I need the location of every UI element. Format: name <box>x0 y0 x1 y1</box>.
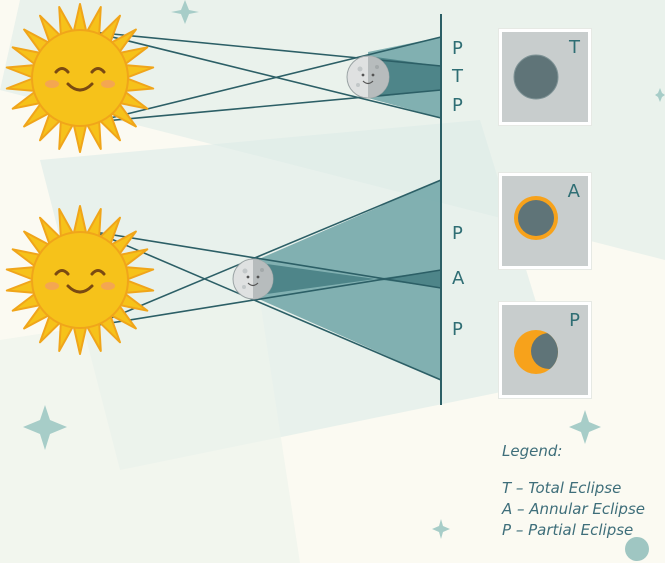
panel-partial-eclipse: P <box>499 302 591 398</box>
panel-letter-t: T <box>569 37 580 58</box>
panel-total-eclipse: T <box>499 29 591 125</box>
legend: Legend: T – Total Eclipse A – Annular Ec… <box>502 441 645 541</box>
dot-decoration <box>625 537 649 561</box>
annular-eclipse-icon <box>514 196 558 240</box>
label-bottom-partial-2: P <box>452 319 463 340</box>
sparkle-icon <box>171 0 199 24</box>
sun-face <box>45 67 115 92</box>
sun-bottom <box>5 205 155 355</box>
sun-face <box>45 269 115 294</box>
sparkle-icon <box>432 519 450 539</box>
sun-top <box>5 3 155 153</box>
sparkle-icon <box>23 405 67 450</box>
bottom-shadow-cones <box>252 180 441 380</box>
total-eclipse-icon <box>513 54 559 100</box>
panel-annular-eclipse: A <box>499 173 591 269</box>
bottom-light-rays <box>91 179 442 381</box>
panel-letter-a: A <box>567 181 580 202</box>
label-top-total: T <box>452 66 463 87</box>
panel-letter-p: P <box>569 310 580 331</box>
sparkle-icon <box>569 410 601 444</box>
legend-item-annular: A – Annular Eclipse <box>502 500 645 518</box>
label-bottom-annular: A <box>452 268 465 289</box>
legend-item-partial: P – Partial Eclipse <box>502 521 634 539</box>
sun-disc <box>31 231 129 329</box>
moon-top <box>346 55 390 99</box>
legend-item-total: T – Total Eclipse <box>502 479 622 497</box>
sun-disc <box>31 29 129 127</box>
legend-title: Legend: <box>502 442 563 460</box>
label-bottom-partial-1: P <box>452 223 463 244</box>
sparkle-decorations <box>23 0 665 539</box>
top-light-rays <box>91 31 442 123</box>
moon-bottom <box>232 258 274 300</box>
partial-eclipse-icon <box>514 330 558 374</box>
sparkle-icon <box>655 88 665 102</box>
label-top-partial-2: P <box>452 95 463 116</box>
label-top-partial-1: P <box>452 38 463 59</box>
